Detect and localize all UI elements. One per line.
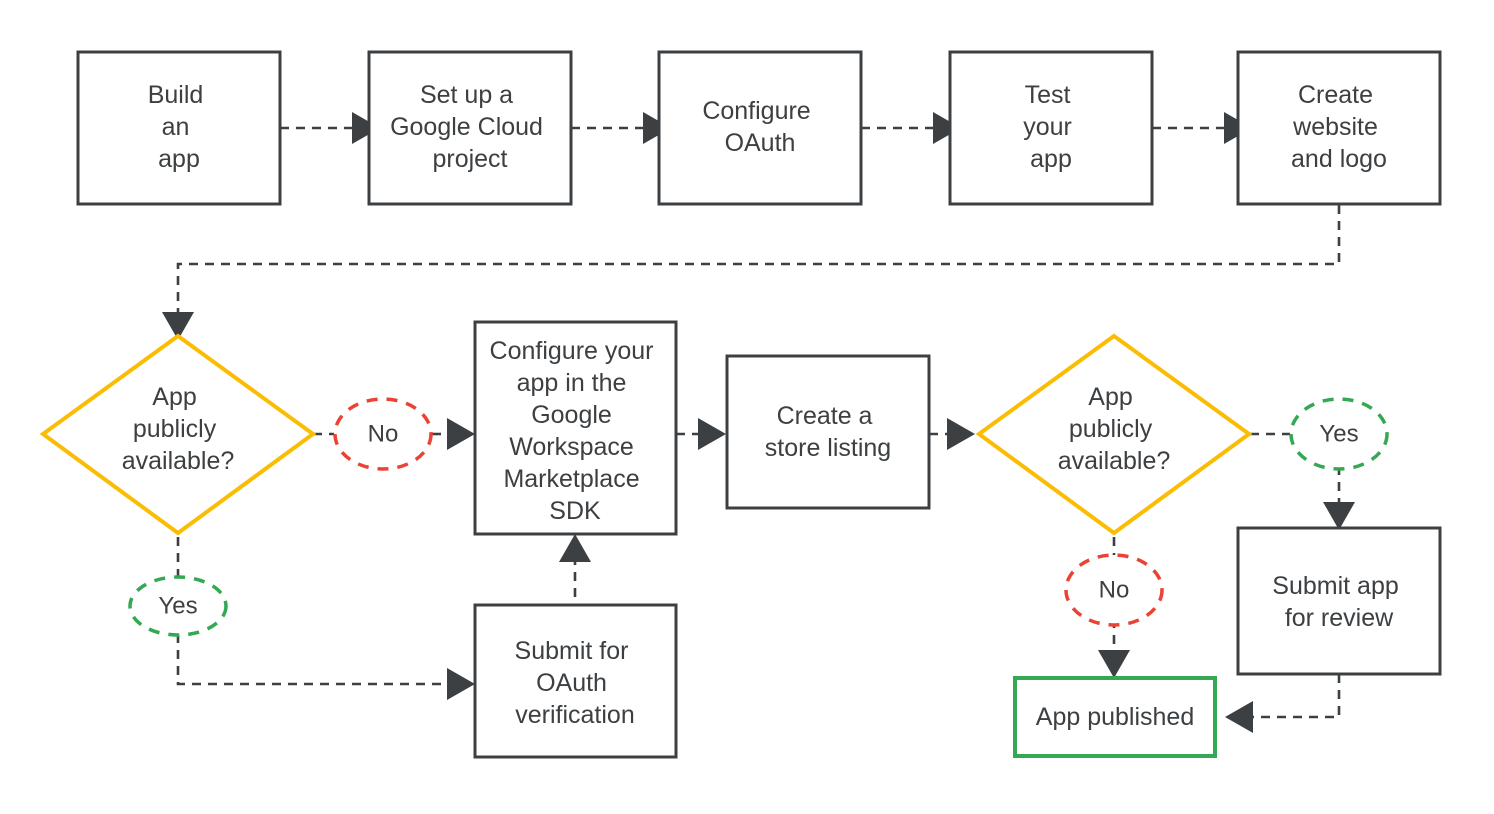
node-app-published[interactable]: App published — [1013, 676, 1217, 758]
edge-build-to-gcp — [280, 112, 380, 144]
edge-label-decision-two-no-text: No — [1099, 576, 1130, 603]
node-decision-app-publicly-available-two[interactable]: App publicly available? — [975, 333, 1253, 536]
edge-label-decision-one-no: No — [333, 397, 433, 471]
node-decision-two-label: App publicly available? — [1058, 383, 1171, 475]
node-decision-one-label: App publicly available? — [122, 383, 235, 475]
edge-label-decision-two-no: No — [1064, 553, 1164, 627]
edge-sdk-to-store-listing — [676, 418, 726, 450]
node-build-an-app[interactable]: Build an app — [76, 50, 282, 206]
edge-submit-review-to-published — [1225, 674, 1341, 733]
edge-decision-one-yes — [176, 537, 475, 700]
edge-oauth-verification-to-sdk — [559, 534, 591, 629]
node-build-an-app-label: Build an app — [148, 81, 211, 173]
node-google-cloud-project-label: Set up a Google Cloud project — [390, 81, 550, 173]
node-google-cloud-project[interactable]: Set up a Google Cloud project — [367, 50, 573, 206]
node-submit-app-for-review-label: Submit app for review — [1272, 572, 1405, 632]
edge-label-decision-one-no-text: No — [368, 420, 399, 447]
edge-website-to-decision-one — [162, 205, 1341, 340]
edge-decision-one-no — [313, 418, 475, 450]
node-submit-oauth-verification-label: Submit for OAuth verification — [515, 637, 636, 729]
node-configure-oauth[interactable]: Configure OAuth — [657, 50, 863, 206]
node-configure-marketplace-sdk-label: Configure your app in the Google Workspa… — [490, 337, 661, 525]
edge-decision-two-yes — [1250, 432, 1355, 530]
node-create-store-listing[interactable]: Create a store listing — [725, 354, 931, 510]
node-decision-app-publicly-available-one[interactable]: App publicly available? — [39, 333, 317, 536]
edge-gcp-to-oauth — [571, 112, 671, 144]
node-configure-marketplace-sdk[interactable]: Configure your app in the Google Workspa… — [473, 320, 678, 536]
node-create-website-and-logo-label: Create website and logo — [1291, 81, 1387, 173]
node-submit-app-for-review[interactable]: Submit app for review — [1236, 526, 1442, 676]
node-test-your-app[interactable]: Test your app — [948, 50, 1154, 206]
node-submit-oauth-verification[interactable]: Submit for OAuth verification — [473, 603, 678, 759]
node-test-your-app-label: Test your app — [1023, 81, 1079, 173]
edge-label-decision-one-yes-text: Yes — [158, 592, 197, 619]
edge-label-decision-two-yes-text: Yes — [1319, 420, 1358, 447]
edge-label-decision-one-yes: Yes — [128, 575, 228, 637]
node-create-store-listing-label: Create a store listing — [765, 402, 891, 462]
edge-oauth-to-test — [861, 112, 961, 144]
node-create-website-and-logo[interactable]: Create website and logo — [1236, 50, 1442, 206]
node-configure-oauth-label: Configure OAuth — [702, 97, 817, 157]
node-app-published-label: App published — [1036, 703, 1194, 731]
edge-label-decision-two-yes: Yes — [1289, 397, 1389, 471]
edge-store-listing-to-decision-two — [929, 418, 975, 450]
